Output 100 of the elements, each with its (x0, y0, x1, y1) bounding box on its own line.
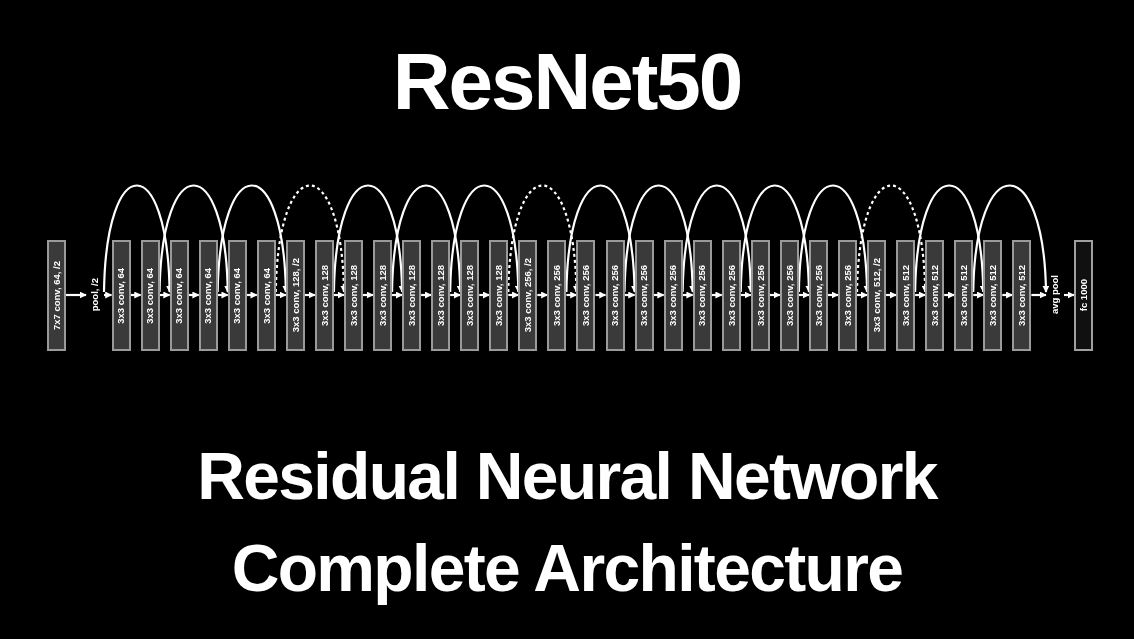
layer-box (285, 240, 305, 351)
arrow (944, 291, 955, 299)
arrow (653, 291, 665, 299)
layer-box (692, 240, 712, 351)
arrow (66, 291, 87, 299)
arrow (740, 291, 752, 299)
layer-box (750, 240, 770, 351)
title: ResNet50 (392, 42, 742, 122)
arrow (130, 291, 142, 299)
layer-label: 3x3 conv, 256 (581, 264, 591, 327)
layer-label: 3x3 conv, 256 (552, 264, 562, 327)
layer-box (402, 240, 422, 351)
layer-label: fc 1000 (1078, 279, 1089, 312)
layer-label: 3x3 conv, 256 (842, 264, 853, 327)
arrow (304, 291, 316, 299)
layer-label: 3x3 conv, 64 (203, 267, 213, 324)
layer-label: 3x3 conv, 128 (377, 264, 388, 327)
arrow (104, 291, 113, 299)
arrow (363, 291, 374, 299)
layer-box (373, 240, 393, 351)
layer-text: pool, /2 (90, 278, 100, 312)
layer-box (983, 240, 1003, 351)
arrow (711, 291, 723, 299)
layer-box (925, 240, 945, 351)
arrow (827, 291, 839, 299)
arrow (857, 291, 868, 299)
layer-box (47, 240, 66, 351)
layer-box (867, 240, 887, 351)
layer-box (198, 240, 218, 351)
arrow (275, 291, 287, 299)
arrow (682, 291, 694, 299)
layer-box (779, 240, 799, 351)
layer-label: 3x3 conv, 64 (232, 267, 242, 324)
layer-box (314, 240, 334, 351)
layer-label: 3x3 conv, 128 (435, 264, 446, 327)
layer-box (489, 240, 509, 351)
arrow (392, 291, 403, 299)
layer-label: 3x3 conv, 64 (145, 267, 155, 324)
layer-label: 3x3 conv, 128 (464, 264, 475, 327)
skip-connection-arrow (972, 184, 1050, 293)
arrow (769, 291, 781, 299)
arrow (421, 291, 432, 299)
layer-label: 3x3 conv, 256 (668, 264, 678, 327)
layer-label: 3x3 conv, 128 (494, 264, 504, 327)
layer-label: 3x3 conv, 256 (813, 264, 824, 327)
layer-label: 3x3 conv, 128 (319, 264, 330, 327)
caption: Residual Neural Network Complete Architecture (196, 438, 939, 607)
layer-label: 3x3 conv, 64 (116, 267, 126, 324)
arrow (1064, 291, 1075, 299)
layer-label: 3x3 conv, 256 (639, 264, 649, 327)
arrow (566, 291, 578, 299)
arrow (915, 291, 926, 299)
layer-label: 3x3 conv, 128, /2 (290, 258, 301, 333)
layer-label: 3x3 conv, 256 (784, 264, 795, 327)
arrow (595, 291, 607, 299)
arrow (450, 291, 461, 299)
layer-label: 3x3 conv, 512 (959, 264, 969, 327)
layer-label: 3x3 conv, 512 (900, 264, 911, 327)
layer-box (605, 240, 625, 351)
arrow (246, 291, 258, 299)
arrow (973, 291, 984, 299)
arrow (798, 291, 810, 299)
arrow (479, 291, 490, 299)
layer-label: 3x3 conv, 256 (726, 264, 736, 327)
layer-box (460, 240, 480, 351)
layer-label: 3x3 conv, 128 (348, 264, 359, 327)
layer-box (547, 240, 567, 351)
layer-box (634, 240, 654, 351)
layer-box (140, 240, 160, 351)
arrow (624, 291, 636, 299)
layer-label: 7x7 conv, 64, /2 (51, 261, 62, 330)
layer-box (721, 240, 741, 351)
layer-box (1012, 240, 1032, 351)
layer-label: 3x3 conv, 512 (1017, 264, 1027, 327)
layer-box (896, 240, 916, 351)
arrow (159, 291, 171, 299)
layer-box (808, 240, 828, 351)
layer-box (256, 240, 276, 351)
arrow (1031, 291, 1047, 299)
layer-box (576, 240, 596, 351)
layer-box (227, 240, 247, 351)
layer-label: 3x3 conv, 64 (174, 267, 184, 324)
layer-label: 3x3 conv, 128 (406, 264, 417, 327)
arrow (188, 291, 200, 299)
layer-box (954, 240, 974, 351)
arrow (886, 291, 897, 299)
layer-label: 3x3 conv, 256 (755, 264, 766, 327)
layer-box (431, 240, 451, 351)
layer-label: 3x3 conv, 64 (261, 267, 272, 324)
layer-text: avg pool (1050, 275, 1060, 315)
layer-label: 3x3 conv, 256 (697, 264, 707, 327)
arrow (217, 291, 229, 299)
layer-label: 3x3 conv, 512, /2 (871, 258, 882, 333)
arrow (537, 291, 549, 299)
layer-box (518, 240, 538, 351)
layer-box (1074, 240, 1093, 351)
arrow (508, 291, 520, 299)
layer-box (169, 240, 189, 351)
layer-label: 3x3 conv, 512 (929, 264, 940, 327)
layer-label: 3x3 conv, 256, /2 (523, 258, 533, 333)
